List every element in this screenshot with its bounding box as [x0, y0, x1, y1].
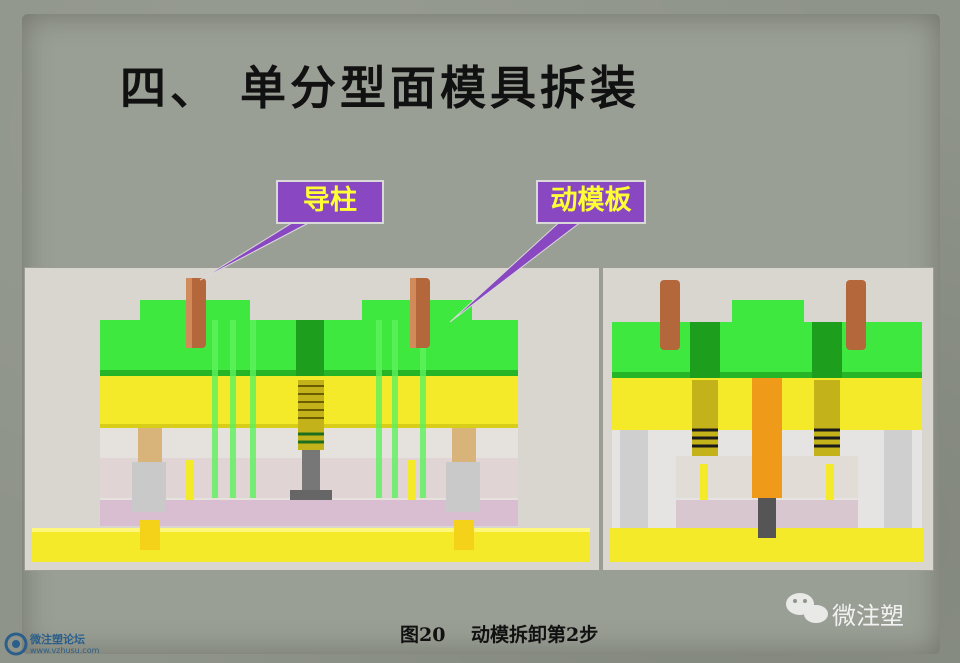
guide-pillar-right-1: [660, 280, 680, 350]
watermark-forum-url: www.vzhusu.com: [30, 646, 100, 655]
callout-pointer-moving-plate: [449, 217, 588, 323]
bottom-clamp-plate: [32, 528, 590, 562]
callout-guide-pillar: 导柱: [276, 180, 384, 224]
watermark-forum-text: 微注塑论坛: [30, 633, 85, 646]
left-mold-assembly: [32, 278, 590, 562]
guide-pillar-right-2: [846, 280, 866, 350]
forum-logo-icon: [4, 632, 28, 656]
right-mold-assembly: [610, 280, 924, 562]
slide-title: 四、 单分型面模具拆装: [120, 61, 641, 115]
guide-pillar-left-1: [186, 278, 206, 348]
wechat-icon: [786, 593, 828, 623]
return-spring-left: [290, 380, 332, 500]
figure-caption: 图20 动模拆卸第2步: [400, 624, 599, 646]
callout-pointer-guide-pillar: [199, 217, 319, 281]
callout-moving-plate: 动模板: [536, 180, 646, 224]
guide-pillar-left-2: [410, 278, 430, 348]
watermark-wechat-text: 微注塑: [832, 602, 904, 630]
